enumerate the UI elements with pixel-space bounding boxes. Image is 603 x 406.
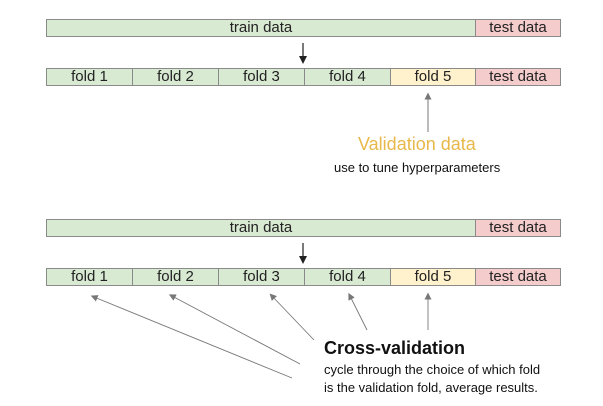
bottom-fold-2: fold 2 (132, 268, 219, 286)
top-fold-1: fold 1 (46, 68, 133, 86)
validation-data-title: Validation data (358, 134, 476, 154)
bottom-fold-4: fold 4 (304, 268, 391, 286)
top-fold-test-data: test data (475, 68, 561, 86)
cv-arrow-fold-4 (348, 292, 368, 331)
top-test-data-bar: test data (475, 19, 561, 37)
bottom-fold-test-data: test data (475, 268, 561, 286)
cross-validation-description-line-2: is the validation fold, average results. (324, 380, 538, 395)
cv-arrow-fold-1 (90, 295, 293, 379)
top-fold-2: fold 2 (132, 68, 219, 86)
cross-validation-title: Cross-validation (324, 338, 466, 358)
top-fold-3: fold 3 (218, 68, 305, 86)
validation-data-subtitle: use to tune hyperparameters (334, 160, 501, 175)
bottom-fold-1: fold 1 (46, 268, 133, 286)
top-fold-4: fold 4 (304, 68, 391, 86)
bottom-fold-5-validation: fold 5 (390, 268, 476, 286)
cross-validation-description-line-1: cycle through the choice of which fold (324, 362, 541, 377)
bottom-test-data-bar: test data (475, 219, 561, 237)
bottom-train-data-bar: train data (46, 219, 476, 237)
bottom-fold-3: fold 3 (218, 268, 305, 286)
cv-arrow-fold-3 (269, 293, 315, 341)
top-train-data-bar: train data (46, 19, 476, 37)
cv-arrow-fold-2 (168, 294, 301, 365)
